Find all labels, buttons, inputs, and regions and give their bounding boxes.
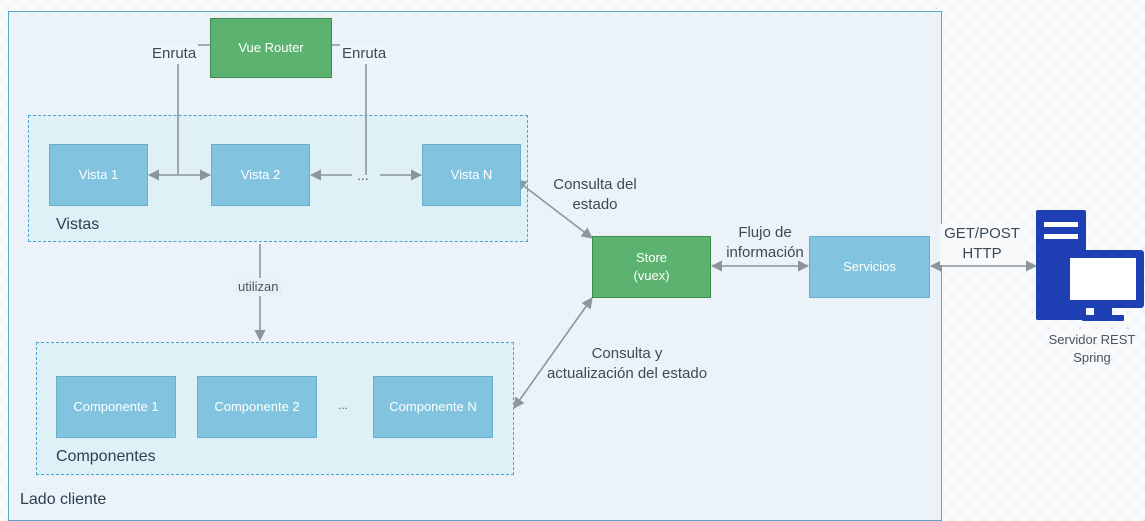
component-node-n: Componente N [373,376,493,438]
vue-router-node: Vue Router [210,18,332,78]
component-node-2: Componente 2 [197,376,317,438]
services-node: Servicios [809,236,930,298]
store-node: Store (vuex) [592,236,711,298]
server-label: Servidor REST Spring [1048,332,1136,365]
client-side-label: Lado cliente [20,491,107,508]
view-node-n: Vista N [422,144,521,206]
query-state-label: Consulta del estado [553,176,637,214]
http-label: GET/POST HTTP [940,224,1024,265]
server-computer-icon [1036,210,1144,321]
views-store-edge [515,179,593,239]
route-label-left: Enruta [150,44,199,65]
uses-label: utilizan [235,279,282,294]
component-node-1: Componente 1 [56,376,176,438]
route-label-right: Enruta [340,44,389,65]
components-store-edge [513,297,593,409]
views-ellipsis: ... [357,167,369,183]
view-node-2: Vista 2 [211,144,310,206]
components-ellipsis: ... [338,398,349,412]
view-node-1: Vista 1 [49,144,148,206]
info-flow-label: Flujo de información [726,224,804,262]
views-group-label: Vistas [56,216,100,233]
components-group-label: Componentes [56,448,156,465]
query-update-label: Consulta y actualización del estado [546,345,708,383]
